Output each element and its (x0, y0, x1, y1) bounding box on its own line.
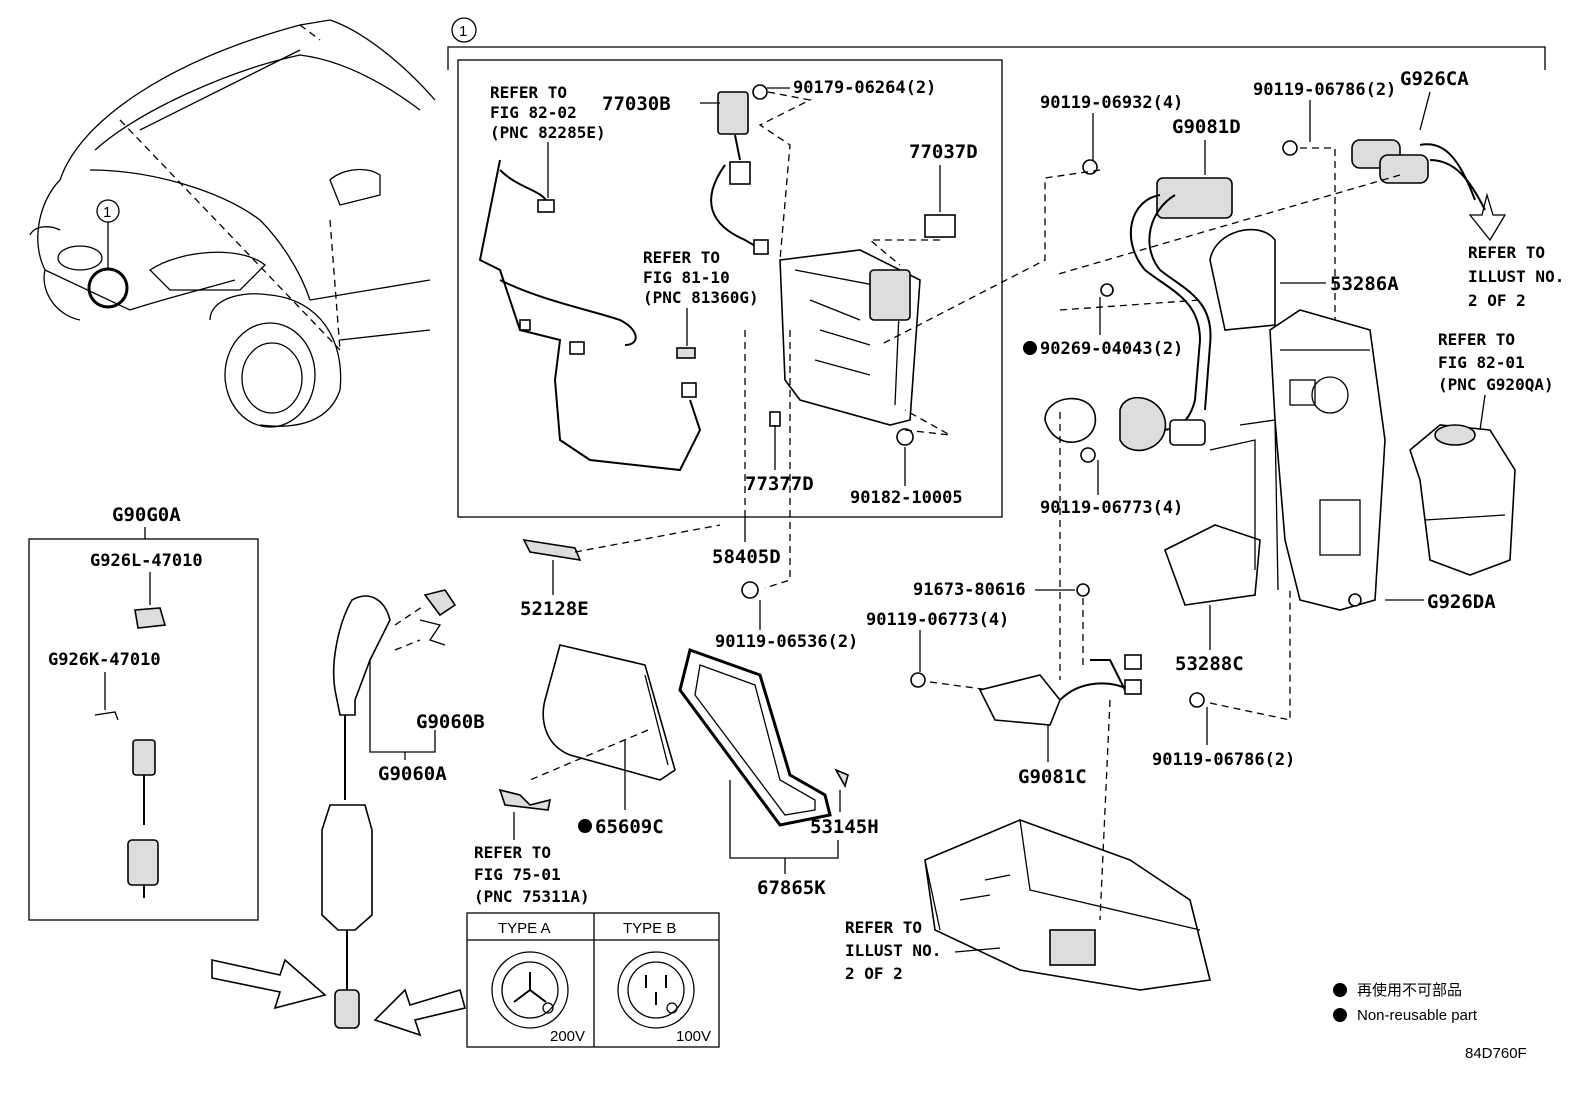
label-G926DA: G926DA (1427, 591, 1496, 613)
label-77030B: 77030B (602, 93, 671, 115)
assembly-bracket: 1 (447, 17, 1546, 70)
harness-G9081D (1044, 177, 1233, 452)
label-G90G0A: G90G0A (112, 504, 181, 526)
label-53145H: 53145H (810, 816, 879, 838)
label-67865K: 67865K (757, 877, 826, 899)
charging-cable (321, 589, 457, 1029)
weatherstrip-53145H (678, 648, 832, 827)
plug-type-table: TYPE A TYPE B 200V 100V (466, 912, 720, 1048)
cable-77030B (710, 91, 769, 255)
panel-G926DA (1269, 309, 1386, 611)
callout-1: 1 (459, 23, 467, 40)
label-90119-06786-top: 90119-06786(2) (1253, 80, 1396, 100)
label-G9081C: G9081C (1018, 766, 1087, 788)
ref-82-02-line2: FIG 82-02 (490, 103, 577, 122)
harness-G9081C (978, 654, 1142, 726)
callout-1-small: 1 (103, 204, 111, 221)
cover-53286A (1209, 228, 1276, 331)
label-52128E: 52128E (520, 598, 589, 620)
label-53286A: 53286A (1330, 273, 1399, 295)
ref-illust-2-line1: REFER TO (845, 918, 922, 937)
g90g0a-box (28, 538, 259, 921)
type-b-label: TYPE B (623, 920, 676, 937)
ref-82-01-line1: REFER TO (1438, 330, 1515, 349)
ref-illust-1-line2: ILLUST NO. (1468, 267, 1564, 286)
ref-illust-2-line2: ILLUST NO. (845, 941, 941, 960)
cover-53288C (1164, 419, 1279, 606)
ref-75-01-line1: REFER TO (474, 843, 551, 862)
plug-assembly (127, 739, 159, 898)
ref-75-01-line2: FIG 75-01 (474, 865, 561, 884)
unit-G920QA (1409, 424, 1516, 576)
car-illustration: 1 (29, 19, 436, 428)
ref-82-02-line1: REFER TO (490, 83, 567, 102)
label-90182: 90182-10005 (850, 488, 963, 508)
ref-82-02-line3: (PNC 82285E) (490, 123, 606, 142)
ref-82-01-line2: FIG 82-01 (1438, 353, 1525, 372)
wire-harness-82285E (478, 159, 702, 472)
bracket-52128E (522, 538, 582, 562)
charger-unit (924, 819, 1211, 991)
glass-65609C (542, 644, 676, 781)
ref-81-10-line3: (PNC 81360G) (643, 288, 759, 307)
label-91673: 91673-80616 (913, 580, 1026, 600)
label-90119-06536: 90119-06536(2) (715, 632, 858, 652)
label-77037D: 77037D (909, 141, 978, 163)
label-53288C: 53288C (1175, 653, 1244, 675)
label-G9060A: G9060A (378, 763, 447, 785)
inlet-group-box (457, 59, 1003, 518)
charging-inlet-housing (676, 84, 956, 446)
ref-81-10-line1: REFER TO (643, 248, 720, 267)
ref-82-01-line3: (PNC G920QA) (1438, 375, 1554, 394)
label-90179: 90179-06264(2) (793, 78, 936, 98)
non-reusable-bullet-icon (1333, 983, 1347, 997)
label-90119-06773-bottom: 90119-06773(4) (866, 610, 1009, 630)
label-58405D: 58405D (712, 546, 781, 568)
non-reusable-bullet-icon-2 (1333, 1008, 1347, 1022)
legend-english: Non-reusable part (1357, 1007, 1478, 1024)
label-90119-06773-top: 90119-06773(4) (1040, 498, 1183, 518)
legend-japanese: 再使用不可部品 (1357, 982, 1462, 999)
label-G9060B: G9060B (416, 711, 485, 733)
label-77377D: 77377D (745, 473, 814, 495)
ref-75-01-line3: (PNC 75311A) (474, 887, 590, 906)
voltage-200v: 200V (550, 1028, 585, 1045)
ref-illust-2-line3: 2 OF 2 (845, 964, 903, 983)
label-90119-06786-bottom: 90119-06786(2) (1152, 750, 1295, 770)
ref-illust-1-line3: 2 OF 2 (1468, 291, 1526, 310)
label-90119-06932: 90119-06932(4) (1040, 93, 1183, 113)
legend: 再使用不可部品 Non-reusable part (1333, 982, 1478, 1024)
voltage-100v: 100V (676, 1028, 711, 1045)
label-G926K: G926K-47010 (48, 650, 161, 670)
label-65609C: 65609C (595, 816, 664, 838)
cable-G926CA (1351, 139, 1486, 211)
label-G9081D: G9081D (1172, 116, 1241, 138)
label-G926CA: G926CA (1400, 68, 1469, 90)
type-a-label: TYPE A (498, 920, 551, 937)
diagram-code: 84D760F (1465, 1045, 1527, 1062)
ref-81-10-line2: FIG 81-10 (643, 268, 730, 287)
label-90269: 90269-04043(2) (1040, 339, 1183, 359)
clip-75311A (498, 788, 552, 811)
ref-illust-1-line1: REFER TO (1468, 243, 1545, 262)
label-G926L: G926L-47010 (90, 551, 203, 571)
